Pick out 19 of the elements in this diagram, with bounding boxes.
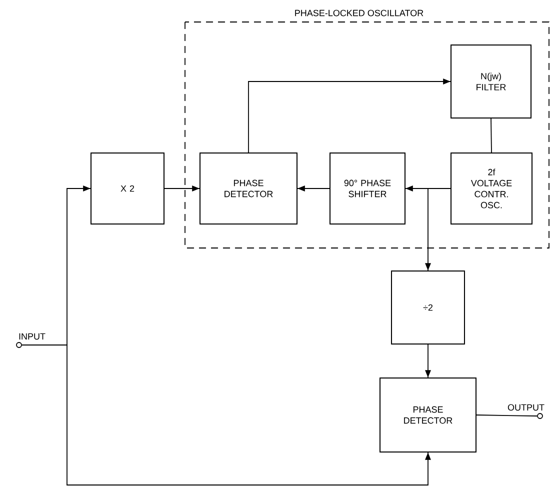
filter-box: N(jw) FILTER: [450, 44, 532, 118]
multiplier-box: X 2: [90, 152, 164, 224]
node-label: OUTPUT: [508, 404, 544, 411]
arrow: [425, 188, 451, 271]
arrow: [425, 344, 431, 378]
connector-line: [476, 414, 538, 416]
node-label: PHASE-LOCKED OSCILLATOR: [295, 10, 424, 16]
oscillator-box: 2f VOLTAGE CONTR. OSC.: [450, 152, 532, 224]
arrow: [22, 344, 431, 486]
arrow: [164, 186, 200, 192]
terminal: OUTPUT: [508, 404, 544, 419]
arrow: [248, 78, 451, 153]
phase-detector-box: PHASE DETECTOR: [380, 378, 476, 452]
phase-detector-box: PHASE DETECTOR: [200, 152, 298, 224]
terminal: INPUT: [16, 333, 46, 348]
node-label: INPUT: [19, 333, 46, 340]
phase-shifter-box: 90° PHASE SHIFTER: [330, 152, 406, 224]
arrow: [297, 186, 330, 192]
connector-line: [490, 118, 492, 153]
